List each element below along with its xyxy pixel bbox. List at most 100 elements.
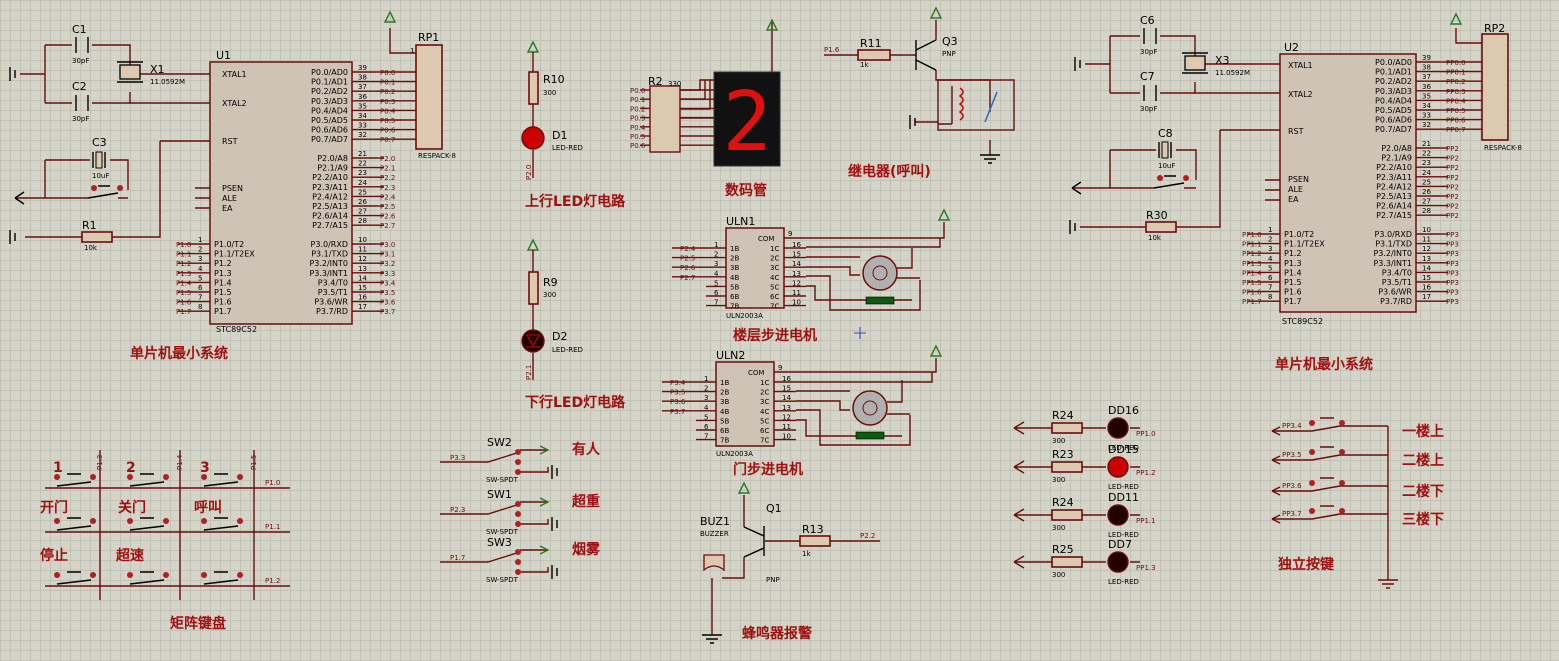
- keypad-row-net: P1.1: [265, 523, 280, 531]
- pin-number: 15: [358, 284, 367, 292]
- mcu2-xtal2-pin: XTAL2: [1288, 90, 1313, 99]
- keypad-button[interactable]: [127, 571, 169, 585]
- mcu1-r1-value: 10k: [84, 244, 98, 252]
- mcu1-c2-value: 30pF: [72, 115, 89, 123]
- pin-name: P0.7/AD7: [311, 135, 348, 144]
- floor-motor[interactable]: [862, 255, 898, 291]
- mcu2-part: STC89C52: [1282, 317, 1323, 326]
- pin-name: P1.3: [1284, 259, 1302, 268]
- d2-led[interactable]: [521, 329, 545, 353]
- uln-out-name: 2C: [770, 255, 779, 263]
- relay-coil[interactable]: [937, 79, 1015, 131]
- mcu2-c3-value: 10uF: [1158, 162, 1175, 170]
- pin-number: 14: [358, 274, 367, 282]
- seven-segment-display[interactable]: [713, 71, 781, 167]
- r11-resistor[interactable]: [857, 49, 891, 61]
- net-label: PP1.0: [1242, 231, 1262, 239]
- keypad-button[interactable]: [201, 517, 243, 531]
- pin-name: P0.6/AD6: [1375, 116, 1412, 125]
- uln-out-pin: 14: [792, 260, 801, 268]
- pin-name: P2.5/A13: [312, 202, 348, 211]
- pin-name: P2.1/A9: [1381, 154, 1412, 163]
- pin-number: 7: [1268, 284, 1272, 292]
- net-label: PP1.6: [1242, 289, 1262, 297]
- net-label: P0.3: [380, 98, 395, 106]
- net-label: P2.4: [380, 193, 396, 201]
- uln-in-pin: 5: [714, 279, 718, 287]
- keypad-button[interactable]: [54, 571, 96, 585]
- buzzer[interactable]: [703, 554, 725, 572]
- uln-in-name: 3B: [730, 264, 739, 272]
- keypad-button[interactable]: [201, 571, 243, 585]
- uln-out-pin: 14: [782, 394, 791, 402]
- keypad-button[interactable]: [127, 473, 169, 487]
- pin-name: P2.2/A10: [312, 173, 348, 182]
- net-label: P1.7: [176, 308, 191, 316]
- pin-name: P0.7/AD7: [1375, 125, 1412, 134]
- pin-number: 7: [198, 294, 202, 302]
- rp1-respack[interactable]: [415, 44, 443, 150]
- pin-name: P1.0/T2: [214, 240, 244, 249]
- pin-number: 11: [1422, 236, 1431, 244]
- net-label: PP2: [1446, 212, 1459, 220]
- keypad-column-net: P1.5: [250, 455, 258, 470]
- d2-net: P2.1: [525, 365, 533, 380]
- uln-in-name: 4B: [730, 274, 739, 282]
- mcu1-crystal[interactable]: [119, 64, 141, 80]
- pin-name: P2.6/A14: [312, 212, 348, 221]
- keypad-button[interactable]: [201, 473, 243, 487]
- keypad-button[interactable]: [54, 517, 96, 531]
- uln-net: P2.7: [680, 274, 695, 282]
- mcu1-chip[interactable]: [209, 61, 353, 325]
- d1-led[interactable]: [521, 126, 545, 150]
- mcu2-chip[interactable]: [1279, 53, 1417, 313]
- switch-part: SW-SPDT: [486, 576, 519, 584]
- r10-resistor[interactable]: [528, 71, 539, 105]
- pin-name: P2.4/A12: [312, 192, 348, 201]
- net-label: PP0.6: [1446, 117, 1466, 125]
- uln-out-name: 5C: [760, 417, 769, 425]
- pin-name: P1.4: [1284, 268, 1302, 277]
- r13-resistor[interactable]: [799, 535, 831, 547]
- r2-resistor-pack[interactable]: [649, 85, 681, 153]
- d1-label: D1: [552, 129, 567, 142]
- rp2-respack[interactable]: [1481, 33, 1509, 141]
- net-label: P3.2: [380, 260, 395, 268]
- net-label: P0.6: [380, 127, 396, 135]
- uln2-chip[interactable]: [715, 361, 775, 447]
- pin-number: 8: [198, 303, 202, 311]
- pin-number: 36: [358, 93, 367, 101]
- keypad-button[interactable]: [54, 473, 96, 487]
- door-motor[interactable]: [852, 390, 888, 426]
- pin-name: P3.1/TXD: [1375, 240, 1412, 249]
- status-led-resistor-value: 300: [1052, 524, 1065, 532]
- uln-in-name: 1B: [730, 245, 739, 253]
- keypad-button[interactable]: [127, 517, 169, 531]
- mcu2-rst-pin: RST: [1288, 127, 1304, 136]
- net-label: P3.7: [380, 308, 395, 316]
- mcu2-r30[interactable]: [1145, 221, 1177, 233]
- mcu1-r1[interactable]: [81, 231, 113, 243]
- mcu1-ref: U1: [216, 49, 231, 62]
- mcu2-crystal[interactable]: [1184, 55, 1206, 71]
- uln1-chip[interactable]: [725, 227, 785, 309]
- uln-in-name: 6B: [720, 427, 729, 435]
- r9-resistor[interactable]: [528, 271, 539, 305]
- down-led-title: 下行LED灯电路: [525, 394, 626, 411]
- pin-number: 36: [1422, 83, 1431, 91]
- mcu2-c1-value: 30pF: [1140, 48, 1157, 56]
